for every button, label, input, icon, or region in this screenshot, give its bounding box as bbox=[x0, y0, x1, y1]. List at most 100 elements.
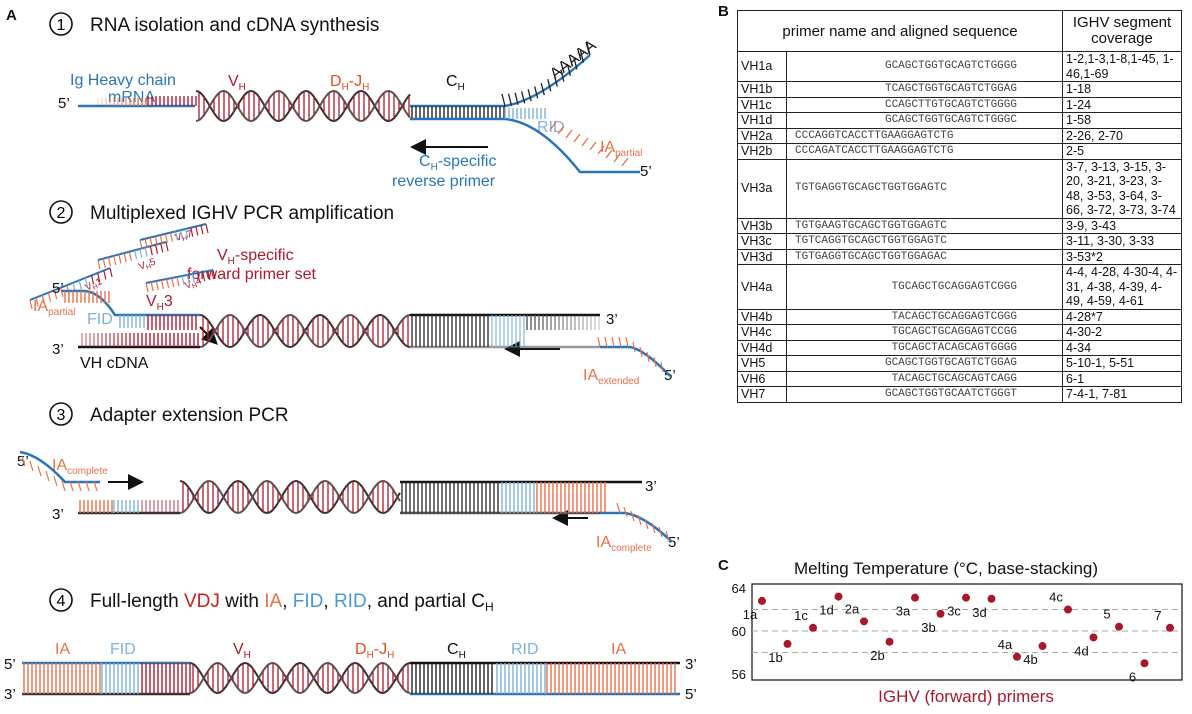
ch-label: CH bbox=[446, 73, 465, 93]
chart-point bbox=[936, 609, 945, 618]
forward-primer-label-line1: VH-specific bbox=[217, 247, 294, 267]
chart-y-tick-label: 56 bbox=[732, 667, 746, 682]
ia-extended-tick bbox=[625, 336, 629, 348]
ia-partial-tick bbox=[565, 129, 573, 139]
chart-point bbox=[860, 617, 868, 626]
polya-tick bbox=[520, 91, 526, 104]
primer-sequence-cell: TGTCAGGTGCAGCTGGTGGAGTC bbox=[786, 233, 1063, 250]
coverage-cell: 5-10-1, 5-51 bbox=[1062, 355, 1182, 372]
mrna-label-line1: Ig Heavy chain bbox=[70, 72, 176, 89]
step-3-number: 3 bbox=[57, 407, 66, 424]
primer-tick bbox=[103, 270, 107, 280]
polya-tick bbox=[527, 89, 532, 102]
primer-name-cell: VH3c bbox=[737, 233, 787, 250]
primer-tick bbox=[139, 239, 143, 250]
rid-label: RID bbox=[537, 119, 565, 136]
vh5-primer-label: VH5 bbox=[137, 256, 158, 273]
polya-tick bbox=[553, 74, 558, 87]
primer-tick bbox=[149, 237, 153, 247]
primer-tick bbox=[139, 248, 143, 259]
primer-sequence-cell: TGTGAGGTGCAGCTGGTGGAGTC bbox=[786, 158, 1063, 219]
chart-y-tick-label: 60 bbox=[732, 624, 746, 639]
ia-complete-right-tick bbox=[616, 502, 621, 514]
primer-tick bbox=[90, 275, 95, 285]
primer-tick bbox=[109, 267, 113, 278]
primer-tick bbox=[164, 233, 168, 243]
five-prime-right-step4-label: 5’ bbox=[685, 686, 697, 703]
ia-extended-tick bbox=[604, 336, 608, 348]
chart-point-label: 4b bbox=[1023, 652, 1037, 667]
vh-label: VH bbox=[228, 73, 246, 93]
ia-complete-tick bbox=[53, 475, 58, 487]
coverage-cell: 3-53*2 bbox=[1062, 248, 1182, 265]
polya-tick bbox=[566, 63, 572, 76]
full-helix-strand bbox=[189, 661, 411, 695]
primer-tick bbox=[160, 243, 164, 253]
primer-sequence-cell: CCAGCTTGTGCAGTCTGGGG bbox=[786, 96, 1063, 113]
step-3-title: Adapter extension PCR bbox=[90, 405, 289, 426]
chart-point-label: 1d bbox=[819, 603, 833, 618]
primer-tick bbox=[41, 294, 45, 305]
primer-tick bbox=[144, 247, 148, 257]
primer-sequence-cell: TCAGCTGGTGCAGTCTGGAG bbox=[786, 81, 1063, 98]
primer-name-cell: VH1c bbox=[737, 96, 787, 113]
coverage-cell: 6-1 bbox=[1062, 370, 1182, 387]
vh1-primer-label: VH1 bbox=[84, 276, 105, 294]
step-4-circle bbox=[49, 588, 73, 612]
step-4-number: 4 bbox=[57, 593, 66, 610]
chart-point bbox=[1064, 605, 1072, 614]
dhjh-step4-label: DH-JH bbox=[355, 641, 394, 661]
primer-tick bbox=[159, 234, 163, 245]
ia-partial-tick bbox=[589, 141, 597, 151]
three-prime-right-step3-label: 3’ bbox=[645, 478, 657, 495]
primer-tick bbox=[165, 241, 169, 252]
fid-step4-label: FID bbox=[110, 641, 136, 658]
primer-sequence-cell: TGCAGCTGCAGGAGTCGGG bbox=[786, 264, 1063, 310]
ia-extended-tick bbox=[632, 341, 636, 353]
three-prime-step4-label: 3’ bbox=[4, 686, 16, 703]
primer-sequence-cell: TACAGCTGCAGGAGTCGGG bbox=[786, 308, 1063, 325]
primer-name-cell: VH4b bbox=[737, 308, 787, 325]
primer-name-cell: VH5 bbox=[737, 355, 787, 372]
five-prime-top-label: 5’ bbox=[52, 280, 64, 297]
primer-tick bbox=[123, 252, 127, 263]
primer-strand bbox=[97, 241, 167, 261]
ia-complete-right-tick bbox=[637, 514, 642, 526]
step-4-title: Full-length VDJ with IA, FID, RID, and p… bbox=[90, 591, 494, 614]
primer-tick bbox=[166, 278, 170, 289]
primer-tick bbox=[102, 258, 106, 268]
chart-point-label: 7 bbox=[1154, 608, 1161, 623]
primer-name-cell: VH1b bbox=[737, 81, 787, 98]
cdna-helix-strand bbox=[199, 313, 411, 349]
ia-complete-right-strand bbox=[600, 511, 673, 543]
rid-step4-label: RID bbox=[511, 641, 539, 658]
primer-tick bbox=[113, 255, 117, 265]
primer-tick bbox=[84, 277, 88, 287]
primer-name-cell: VH4a bbox=[737, 264, 787, 310]
three-prime-step3-label: 3’ bbox=[52, 506, 64, 523]
five-prime-label: 5’ bbox=[58, 95, 70, 112]
ia-complete-tick bbox=[93, 480, 98, 492]
forward-primer-label-line2: forward primer set bbox=[187, 266, 316, 283]
five-prime-step4-label: 5’ bbox=[4, 656, 16, 673]
panel-letter-b: B bbox=[718, 3, 729, 20]
coverage-cell: 1-24 bbox=[1062, 96, 1182, 113]
vh-cdna-label: VH cDNA bbox=[80, 355, 149, 372]
primer-tick bbox=[144, 238, 148, 248]
chart-point-label: 4d bbox=[1074, 643, 1088, 658]
primer-tick bbox=[174, 231, 179, 241]
mrna-helix-vh-strand bbox=[195, 89, 411, 123]
primer-tick bbox=[154, 244, 159, 254]
ia-extended-tick bbox=[618, 336, 622, 348]
step-1-circle bbox=[49, 12, 73, 36]
ia-partial-tick bbox=[581, 137, 589, 147]
chart-point bbox=[809, 623, 817, 632]
chart-point bbox=[834, 592, 843, 601]
coverage-cell: 3-9, 3-43 bbox=[1062, 217, 1182, 234]
